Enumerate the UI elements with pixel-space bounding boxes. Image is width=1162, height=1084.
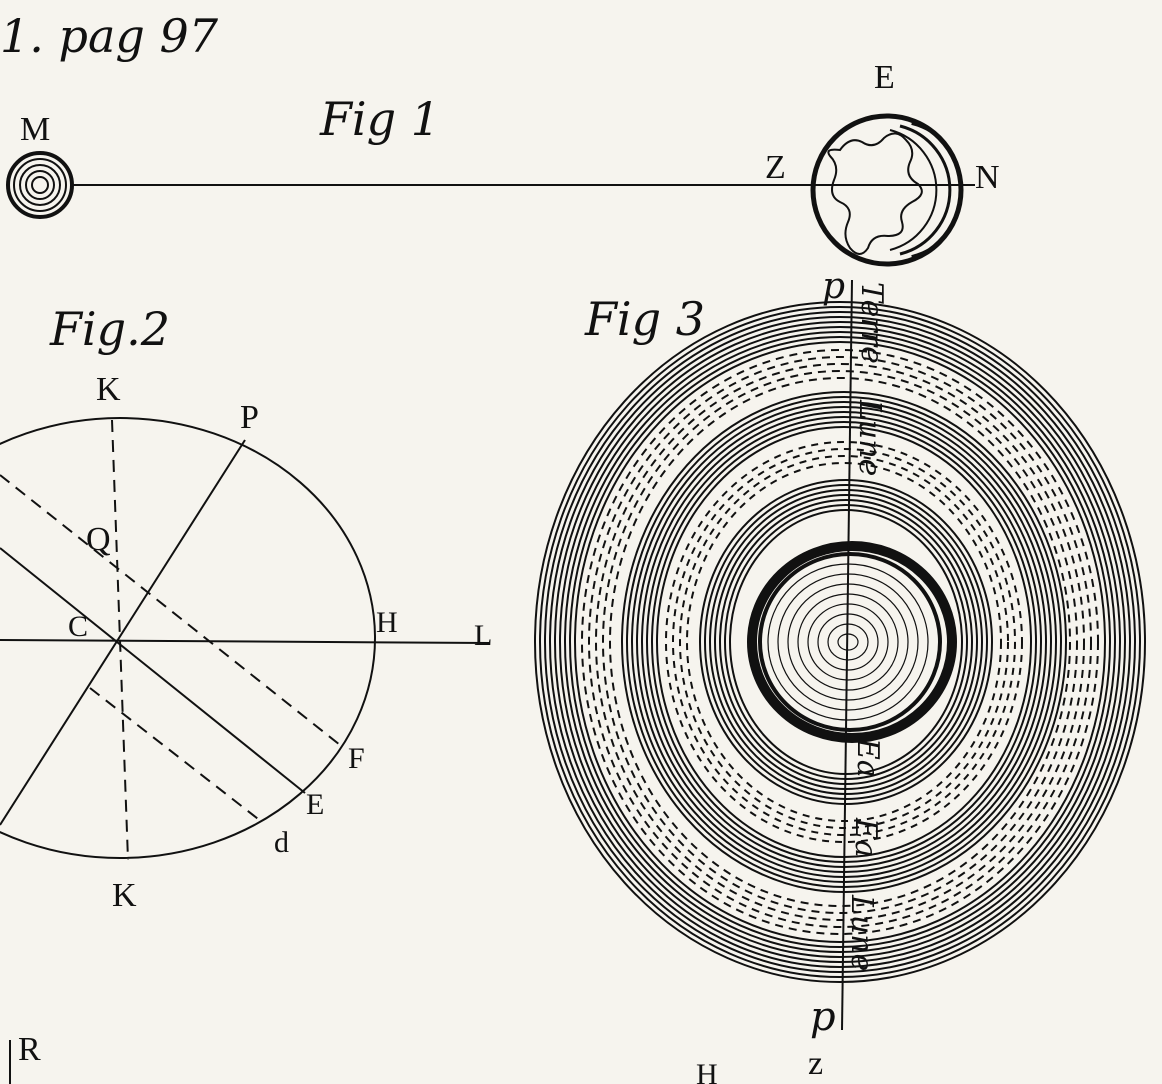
label-k-top: K bbox=[96, 371, 121, 408]
outer-band-ring bbox=[564, 331, 1116, 953]
label-m: M bbox=[20, 111, 50, 148]
label-k-bottom: K bbox=[112, 877, 137, 914]
fig1-caption: Fig 1 bbox=[319, 92, 440, 146]
page-reference: 1. pag 97 bbox=[0, 9, 219, 63]
figure-2: Fig.2 K P Q C H L F E d K R bbox=[0, 302, 492, 1084]
outer-band-ring bbox=[574, 341, 1106, 943]
dashed-q-f bbox=[0, 474, 341, 746]
dashed-band-ring bbox=[602, 370, 1078, 914]
label-d: d bbox=[274, 826, 289, 859]
label-q: Q bbox=[86, 521, 111, 558]
outer-band-ring bbox=[569, 336, 1111, 948]
outer-band-ring bbox=[554, 321, 1126, 963]
inner-dashed-ring bbox=[665, 441, 1023, 843]
earth-globe bbox=[810, 113, 964, 267]
label-r: R bbox=[18, 1031, 41, 1068]
concentric-vortex-rings bbox=[534, 301, 1146, 983]
label-e: E bbox=[874, 59, 895, 96]
label-z: Z bbox=[765, 149, 786, 186]
label-n: N bbox=[975, 159, 1000, 196]
label-h: H bbox=[376, 606, 398, 639]
dashed-band-ring bbox=[581, 349, 1099, 935]
middle-band-ring bbox=[656, 426, 1032, 858]
zone-word-4: Ea bbox=[848, 817, 883, 858]
outer-band-ring bbox=[544, 311, 1136, 973]
dashed-band-ring bbox=[609, 377, 1071, 907]
figure-3: Fig 3 Terre Lune Ea Ea Lune p p z H bbox=[534, 266, 1146, 1084]
core-rim bbox=[747, 541, 957, 743]
dashed-band-ring bbox=[595, 363, 1085, 921]
line-p bbox=[0, 439, 246, 826]
zone-word-3: Ea bbox=[850, 737, 885, 778]
zone-word-1: Terre bbox=[854, 282, 889, 364]
figure-1: Fig 1 M E Z N bbox=[6, 59, 1000, 267]
label-c: C bbox=[68, 610, 88, 643]
fig3-caption: Fig 3 bbox=[584, 292, 705, 346]
label-e2: E bbox=[306, 788, 324, 821]
line-c-e bbox=[0, 547, 306, 794]
outer-band-ring bbox=[559, 326, 1121, 958]
axis-c-l bbox=[0, 639, 491, 644]
outer-band-ring bbox=[549, 316, 1131, 968]
label-p-top: p bbox=[822, 266, 845, 307]
vertical-axis-p-p bbox=[841, 279, 853, 1031]
label-p: P bbox=[240, 399, 259, 436]
label-h-bottom: H bbox=[696, 1058, 718, 1084]
label-z-bottom: z bbox=[808, 1045, 823, 1082]
fig2-caption: Fig.2 bbox=[49, 302, 170, 356]
zone-word-2: Lune bbox=[852, 399, 887, 476]
label-p-bottom: p bbox=[810, 994, 836, 1040]
outer-band-ring bbox=[534, 301, 1146, 983]
label-l: L bbox=[474, 619, 492, 652]
moon-disc bbox=[6, 151, 74, 219]
core-rim-inner bbox=[758, 552, 942, 732]
dashed-d bbox=[89, 687, 263, 823]
orbit-ellipse bbox=[0, 417, 376, 859]
outer-band-ring bbox=[539, 306, 1141, 978]
axis-k-k bbox=[111, 419, 129, 861]
label-f: F bbox=[348, 742, 365, 775]
dashed-band-ring bbox=[588, 356, 1092, 928]
zone-word-5: Lune bbox=[844, 894, 879, 971]
